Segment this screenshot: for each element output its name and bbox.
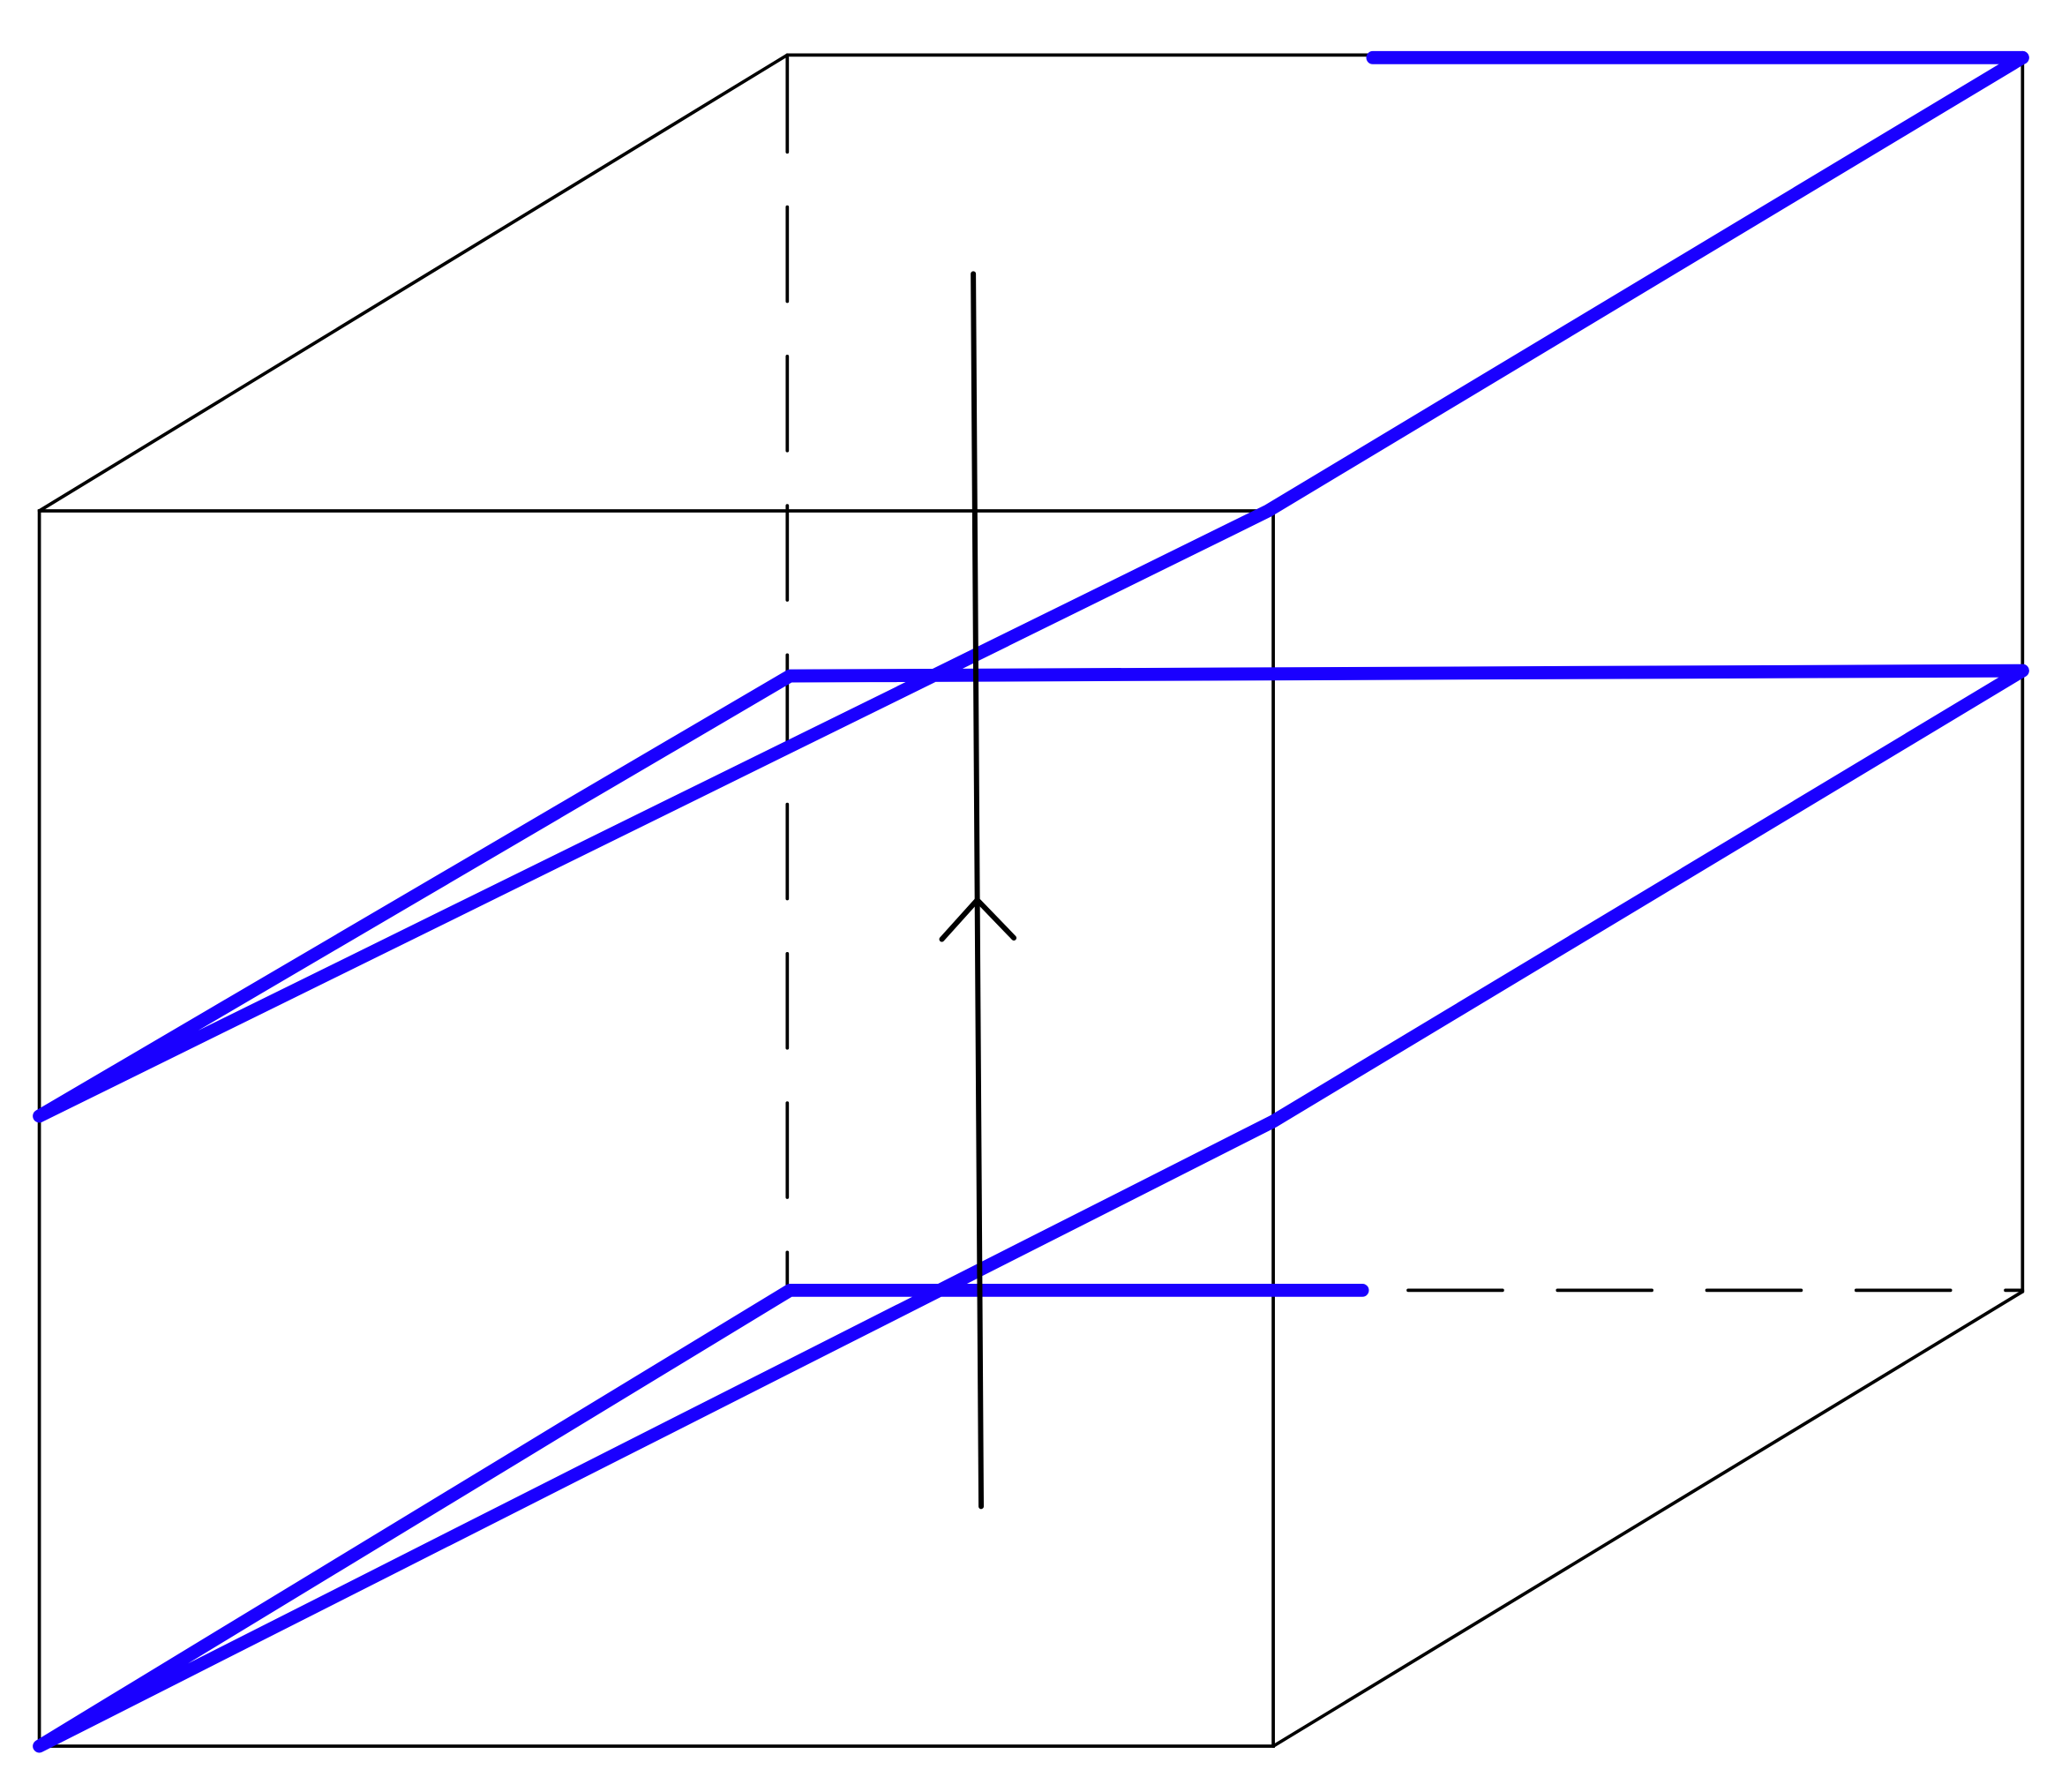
cube-visible-edges	[37, 53, 2025, 1748]
path-upper-loop	[33, 50, 2029, 1123]
orientation-arrow	[939, 271, 1017, 1510]
arrow-shaft	[971, 271, 985, 1510]
bottom-right-depth-edge	[1271, 1290, 2025, 1748]
arrowhead-icon	[939, 896, 1017, 942]
front-face	[37, 509, 1275, 1748]
blue-path	[33, 50, 2029, 1753]
top-left-depth-edge	[37, 53, 790, 513]
path-lower-loop	[33, 664, 2029, 1753]
